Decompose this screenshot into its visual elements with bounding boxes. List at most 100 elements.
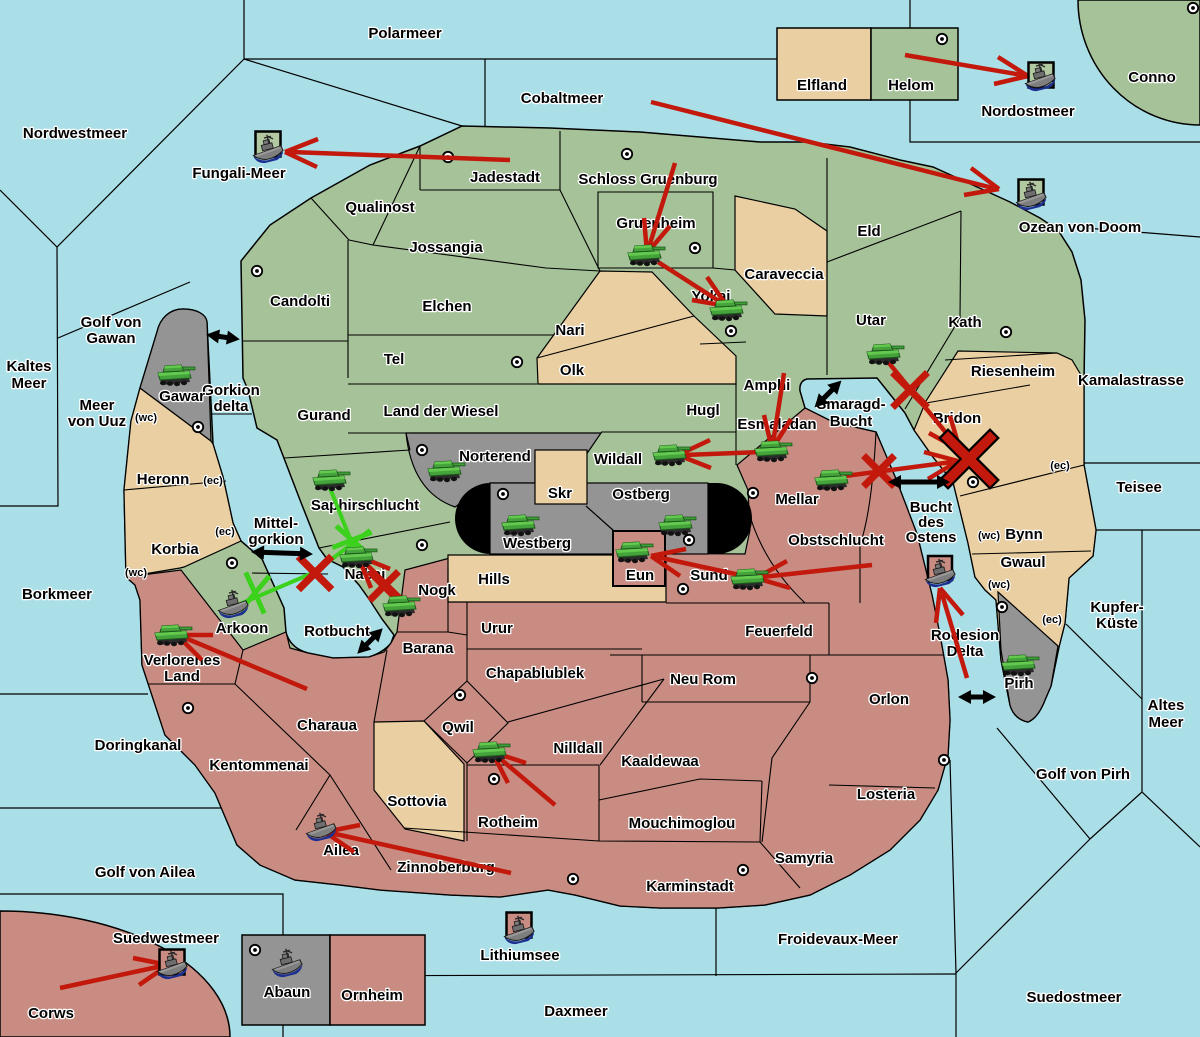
svg-text:Nilldall: Nilldall <box>553 740 602 757</box>
svg-text:Conno: Conno <box>1128 69 1175 86</box>
svg-text:(ec): (ec) <box>1050 460 1070 472</box>
svg-text:Jadestadt: Jadestadt <box>470 169 540 186</box>
svg-text:Corws: Corws <box>28 1005 74 1022</box>
svg-text:Bucht: Bucht <box>830 413 873 430</box>
svg-text:Suedostmeer: Suedostmeer <box>1026 989 1121 1006</box>
svg-text:Ostberg: Ostberg <box>612 486 670 503</box>
svg-text:Ailea: Ailea <box>323 842 360 859</box>
svg-text:Jossangia: Jossangia <box>409 239 483 256</box>
svg-text:Gawan: Gawan <box>86 330 135 347</box>
svg-text:Rotbucht: Rotbucht <box>304 623 370 640</box>
svg-text:Elchen: Elchen <box>422 298 471 315</box>
svg-text:Kath: Kath <box>948 314 981 331</box>
svg-text:Rotheim: Rotheim <box>478 814 538 831</box>
svg-text:Mellar: Mellar <box>775 491 819 508</box>
svg-text:Utar: Utar <box>856 312 886 329</box>
svg-text:Altes: Altes <box>1148 697 1185 714</box>
svg-text:des: des <box>918 514 944 531</box>
svg-text:Norterend: Norterend <box>459 448 531 465</box>
svg-text:Ozean von Doom: Ozean von Doom <box>1019 219 1142 236</box>
svg-text:Pirh: Pirh <box>1004 675 1033 692</box>
svg-text:Gurand: Gurand <box>297 407 350 424</box>
svg-text:(ec): (ec) <box>215 526 235 538</box>
svg-text:Meer: Meer <box>79 397 114 414</box>
svg-text:Helom: Helom <box>888 77 934 94</box>
svg-text:Nordwestmeer: Nordwestmeer <box>23 125 127 142</box>
svg-text:Westberg: Westberg <box>503 535 571 552</box>
svg-text:gorkion: gorkion <box>249 531 304 548</box>
svg-text:Riesenheim: Riesenheim <box>971 363 1055 380</box>
svg-text:Teisee: Teisee <box>1116 479 1162 496</box>
svg-text:delta: delta <box>213 398 249 415</box>
svg-text:Lithiumsee: Lithiumsee <box>480 947 559 964</box>
svg-text:Feuerfeld: Feuerfeld <box>745 623 813 640</box>
svg-text:(wc): (wc) <box>135 412 157 424</box>
svg-text:Gwaul: Gwaul <box>1000 554 1045 571</box>
svg-text:Samyria: Samyria <box>775 850 834 867</box>
svg-text:Hugl: Hugl <box>686 402 719 419</box>
svg-text:Losteria: Losteria <box>857 786 916 803</box>
svg-text:Gawar: Gawar <box>159 388 205 405</box>
svg-text:Qualinost: Qualinost <box>345 199 414 216</box>
svg-text:von Uuz: von Uuz <box>68 413 126 430</box>
svg-text:Delta: Delta <box>947 643 984 660</box>
svg-text:Sottovia: Sottovia <box>387 793 447 810</box>
svg-text:Doringkanal: Doringkanal <box>95 737 182 754</box>
svg-text:Eun: Eun <box>626 567 654 584</box>
svg-text:Obstschlucht: Obstschlucht <box>788 532 884 549</box>
svg-text:Qwil: Qwil <box>442 719 474 736</box>
svg-text:Daxmeer: Daxmeer <box>544 1003 608 1020</box>
svg-text:Fungali-Meer: Fungali-Meer <box>192 165 286 182</box>
svg-text:Meer: Meer <box>1148 714 1183 731</box>
svg-text:Golf von Pirh: Golf von Pirh <box>1036 766 1130 783</box>
svg-text:Abaun: Abaun <box>264 984 311 1001</box>
svg-text:Rodesion: Rodesion <box>931 627 999 644</box>
svg-text:Wildall: Wildall <box>594 451 642 468</box>
svg-text:Kaaldewaa: Kaaldewaa <box>621 753 699 770</box>
svg-text:Ornheim: Ornheim <box>341 987 403 1004</box>
svg-text:Gorkion: Gorkion <box>202 382 260 399</box>
svg-text:Meer: Meer <box>11 375 46 392</box>
svg-text:Skr: Skr <box>548 485 572 502</box>
svg-text:Kupfer-: Kupfer- <box>1090 599 1143 616</box>
svg-text:Ostens: Ostens <box>906 529 957 546</box>
svg-text:Saphirschlucht: Saphirschlucht <box>311 497 419 514</box>
svg-text:Land der Wiesel: Land der Wiesel <box>384 403 499 420</box>
svg-text:Neu Rom: Neu Rom <box>670 671 736 688</box>
svg-text:Urur: Urur <box>481 620 513 637</box>
svg-text:Candolti: Candolti <box>270 293 330 310</box>
svg-text:Barana: Barana <box>403 640 455 657</box>
svg-text:(wc): (wc) <box>125 567 147 579</box>
svg-text:Bridon: Bridon <box>933 410 981 427</box>
svg-text:Golf von: Golf von <box>81 314 142 331</box>
svg-text:(ec): (ec) <box>1042 614 1062 626</box>
svg-text:(wc): (wc) <box>978 530 1000 542</box>
svg-text:Verlorenes: Verlorenes <box>144 652 221 669</box>
svg-text:Tel: Tel <box>384 351 405 368</box>
svg-text:Schloss Gruenburg: Schloss Gruenburg <box>578 171 717 188</box>
svg-text:(ec): (ec) <box>203 475 223 487</box>
svg-text:Heronn: Heronn <box>137 471 190 488</box>
svg-text:Nordostmeer: Nordostmeer <box>981 103 1075 120</box>
svg-text:Olk: Olk <box>560 362 585 379</box>
svg-text:(wc): (wc) <box>988 579 1010 591</box>
svg-text:Caraveccia: Caraveccia <box>744 266 824 283</box>
svg-text:Golf von Ailea: Golf von Ailea <box>95 864 196 881</box>
svg-text:Kentommenai: Kentommenai <box>209 757 308 774</box>
svg-text:Korbia: Korbia <box>151 541 199 558</box>
svg-text:Nogk: Nogk <box>418 582 456 599</box>
svg-text:Borkmeer: Borkmeer <box>22 586 92 603</box>
svg-text:Froidevaux-Meer: Froidevaux-Meer <box>778 931 898 948</box>
svg-text:Polarmeer: Polarmeer <box>368 25 442 42</box>
svg-text:Smaragd-: Smaragd- <box>816 396 885 413</box>
svg-text:Bucht: Bucht <box>910 499 953 516</box>
svg-text:Kamalastrasse: Kamalastrasse <box>1078 372 1184 389</box>
svg-text:Mittel-: Mittel- <box>254 515 298 532</box>
svg-text:Karminstadt: Karminstadt <box>646 878 734 895</box>
svg-text:Hills: Hills <box>478 571 510 588</box>
svg-text:Charaua: Charaua <box>297 717 358 734</box>
svg-text:Chapablublek: Chapablublek <box>486 665 585 682</box>
svg-text:Bynn: Bynn <box>1005 526 1043 543</box>
svg-text:Kaltes: Kaltes <box>6 358 51 375</box>
svg-text:Elfland: Elfland <box>797 77 847 94</box>
